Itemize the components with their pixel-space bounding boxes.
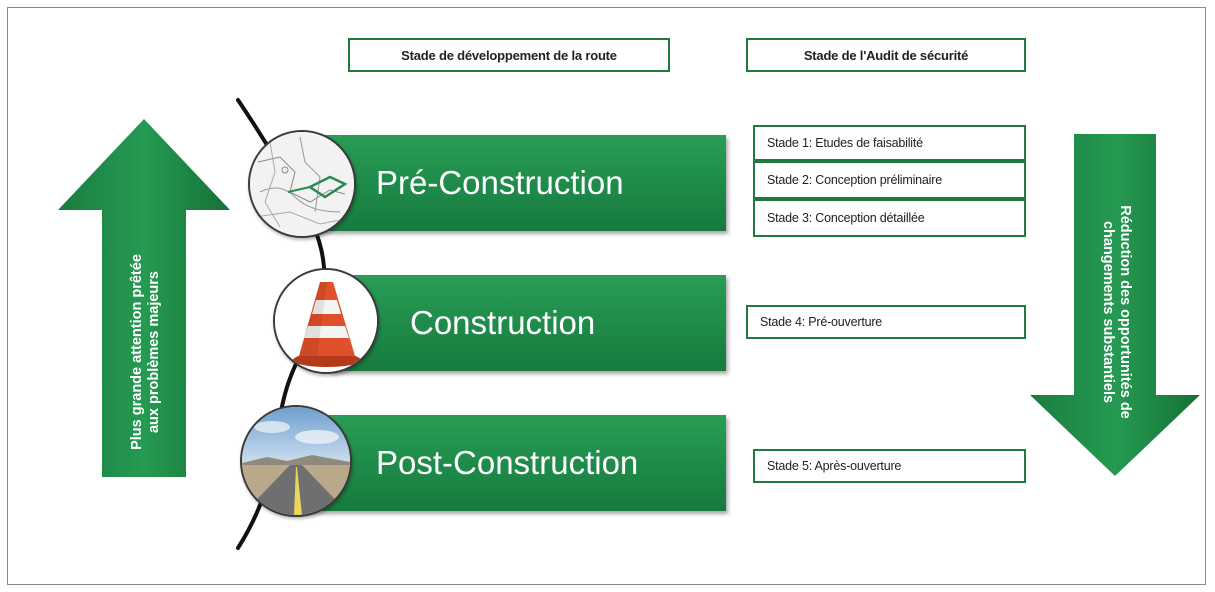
stade-2-box: Stade 2: Conception préliminaire [753,161,1026,199]
stade-5-box: Stade 5: Après-ouverture [753,449,1026,483]
up-arrow-label-line2: aux problèmes majeurs [146,271,162,434]
stade-4-box: Stade 4: Pré-ouverture [746,305,1026,339]
phase-post-construction: Post-Construction [300,415,726,511]
down-arrow [1030,134,1200,476]
down-arrow-label-line1: Réduction des opportunités de [1117,205,1133,419]
stade-3-box: Stade 3: Conception détaillée [753,199,1026,237]
down-arrow-label: Réduction des opportunités de changement… [1099,205,1133,418]
up-arrow-label: Plus grande attention prêtée aux problèm… [129,254,163,450]
phase-construction: Construction [330,275,726,371]
header-road-stage: Stade de développement de la route [348,38,670,72]
up-arrow-label-line1: Plus grande attention prêtée [129,254,145,450]
header-audit-stage: Stade de l'Audit de sécurité [746,38,1026,72]
phase-construction-label: Construction [410,304,596,341]
stade-1-box: Stade 1: Etudes de faisabilité [753,125,1026,161]
up-arrow [58,119,230,477]
phase-pre-construction: Pré-Construction [300,135,726,231]
phase-post-construction-label: Post-Construction [376,444,639,481]
down-arrow-label-line2: changements substantiels [1100,220,1116,404]
traffic-cone-icon [273,268,379,374]
map-sketch-icon [248,130,356,238]
road-icon [240,405,352,517]
phase-pre-construction-label: Pré-Construction [376,164,624,201]
